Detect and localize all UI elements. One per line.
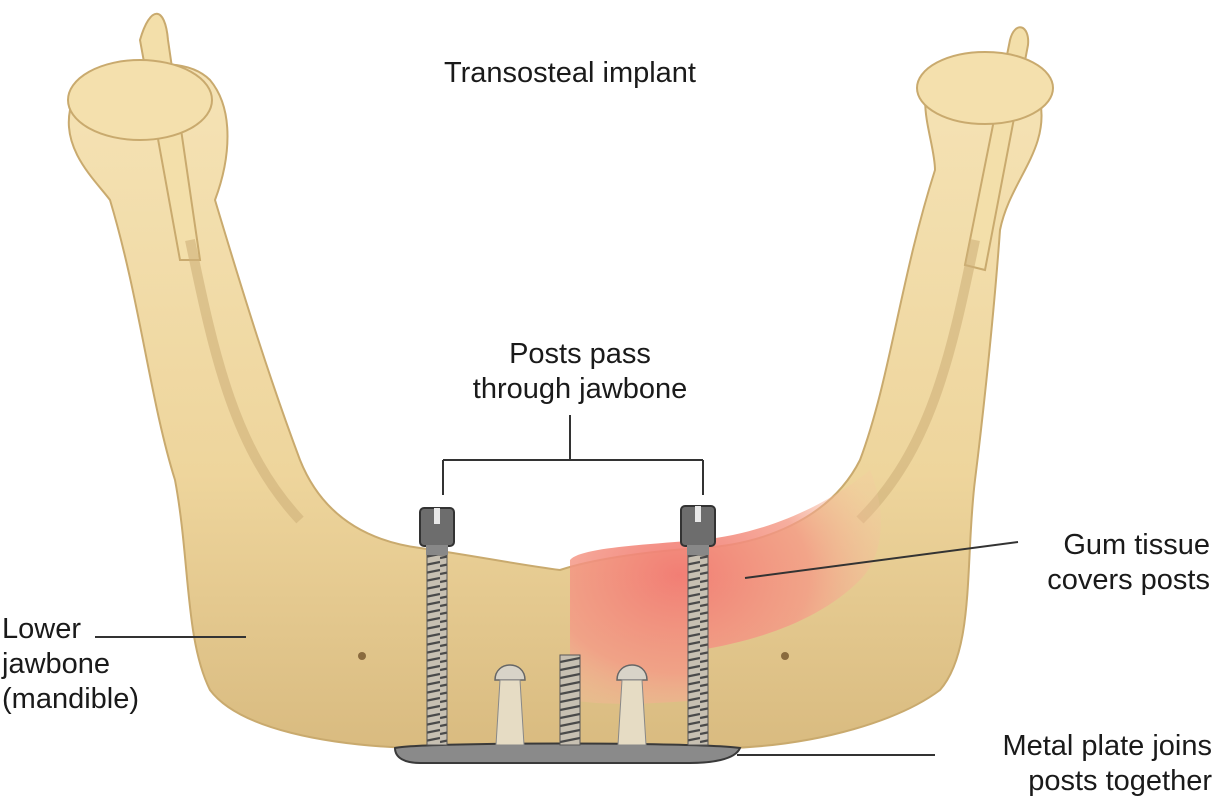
lower-jaw-label: Lower jawbone (mandible) (2, 612, 139, 717)
posts-label-line-2: through jawbone (472, 373, 688, 405)
right-dome-pin (616, 664, 648, 746)
right-condyle (916, 51, 1054, 125)
gum-label: Gum tissue covers posts (990, 528, 1210, 598)
plate-label-line-1: Metal plate joins (1002, 730, 1212, 762)
right-post (680, 505, 716, 746)
lower-jaw-label-line-1: Lower (2, 613, 81, 645)
lower-jaw-label-line-3: (mandible) (2, 683, 139, 715)
plate-label: Metal plate joins posts together (930, 729, 1212, 799)
right-mental-foramen (781, 652, 789, 660)
lower-jaw-label-line-2: jawbone (2, 648, 111, 680)
posts-label-line-1: Posts pass (509, 338, 651, 370)
diagram-title: Transosteal implant (444, 57, 696, 89)
left-mental-foramen (358, 652, 366, 660)
center-post (559, 654, 581, 746)
left-post (419, 507, 455, 746)
gum-label-line-2: covers posts (1047, 564, 1210, 596)
gum-leader-line (744, 541, 1019, 579)
metal-plate (393, 742, 742, 764)
left-condyle (67, 59, 213, 141)
gum-label-line-1: Gum tissue (1063, 529, 1210, 561)
gum-tissue (570, 470, 881, 704)
plate-label-line-2: posts together (1028, 765, 1212, 797)
posts-label: Posts pass through jawbone (430, 337, 730, 407)
posts-bracket (442, 415, 704, 495)
left-dome-pin (494, 664, 526, 746)
